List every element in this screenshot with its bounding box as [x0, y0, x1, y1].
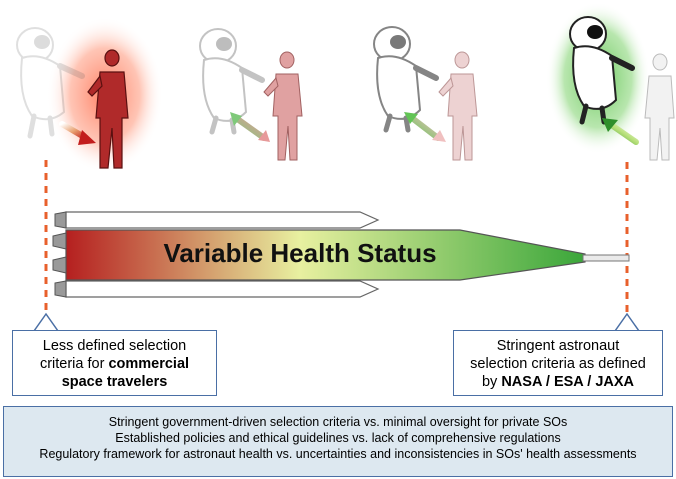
- scenario-3: [373, 26, 478, 161]
- right-callout-line-3-prefix: by: [481, 374, 502, 390]
- left-callout-pointer: [32, 312, 60, 332]
- left-callout-line-1: Less defined selection: [42, 338, 187, 354]
- astronaut-icon: [373, 26, 439, 133]
- astronaut-icon: [16, 27, 85, 139]
- left-callout-line-2-prefix: criteria for: [39, 356, 109, 372]
- arrowhead-icon: [432, 130, 446, 142]
- comparison-line: Stringent government-driven selection cr…: [108, 415, 568, 429]
- scenario-2: [199, 28, 303, 161]
- astronaut-icon: [199, 28, 265, 135]
- astronaut-icon: [569, 16, 635, 125]
- businessman-icon: [438, 51, 478, 161]
- comparison-line: Regulatory framework for astronaut healt…: [39, 447, 637, 461]
- left-callout-line-3-bold: space travelers: [61, 374, 168, 390]
- right-callout-line-1: Stringent astronaut: [496, 338, 620, 354]
- right-callout-pointer: [613, 312, 641, 332]
- right-callout: Stringent astronaut selection criteria a…: [453, 330, 663, 396]
- businessman-icon: [87, 49, 129, 169]
- arrow-icon: [607, 121, 639, 145]
- right-callout-line-2: selection criteria as defined: [470, 356, 646, 372]
- arrowhead-icon: [602, 118, 618, 132]
- arrowhead-icon: [404, 112, 418, 124]
- comparison-panel: Stringent government-driven selection cr…: [3, 406, 673, 477]
- left-callout-line-3: space travelers: [21, 373, 208, 391]
- businessman-icon: [644, 53, 675, 161]
- businessman-icon: [263, 51, 303, 161]
- left-callout-line-2-bold: commercial: [108, 356, 190, 372]
- scenario-1-commercial: [16, 17, 163, 173]
- rocket-shape: [52, 211, 630, 298]
- arrowhead-icon: [230, 112, 242, 126]
- right-callout-line-3: by NASA / ESA / JAXA: [462, 373, 654, 391]
- double-arrow-icon: [233, 115, 267, 141]
- arrowhead-icon: [258, 130, 270, 142]
- right-callout-line-3-bold: NASA / ESA / JAXA: [501, 374, 635, 390]
- left-callout-line-2: criteria for commercial: [21, 355, 208, 373]
- comparison-line: Established policies and ethical guideli…: [115, 431, 561, 445]
- scenario-4-agency: [546, 2, 675, 161]
- arrowhead-icon: [78, 130, 96, 145]
- rocket-label: Variable Health Status: [163, 238, 436, 268]
- double-arrow-icon: [409, 115, 441, 141]
- left-callout: Less defined selection criteria for comm…: [12, 330, 217, 396]
